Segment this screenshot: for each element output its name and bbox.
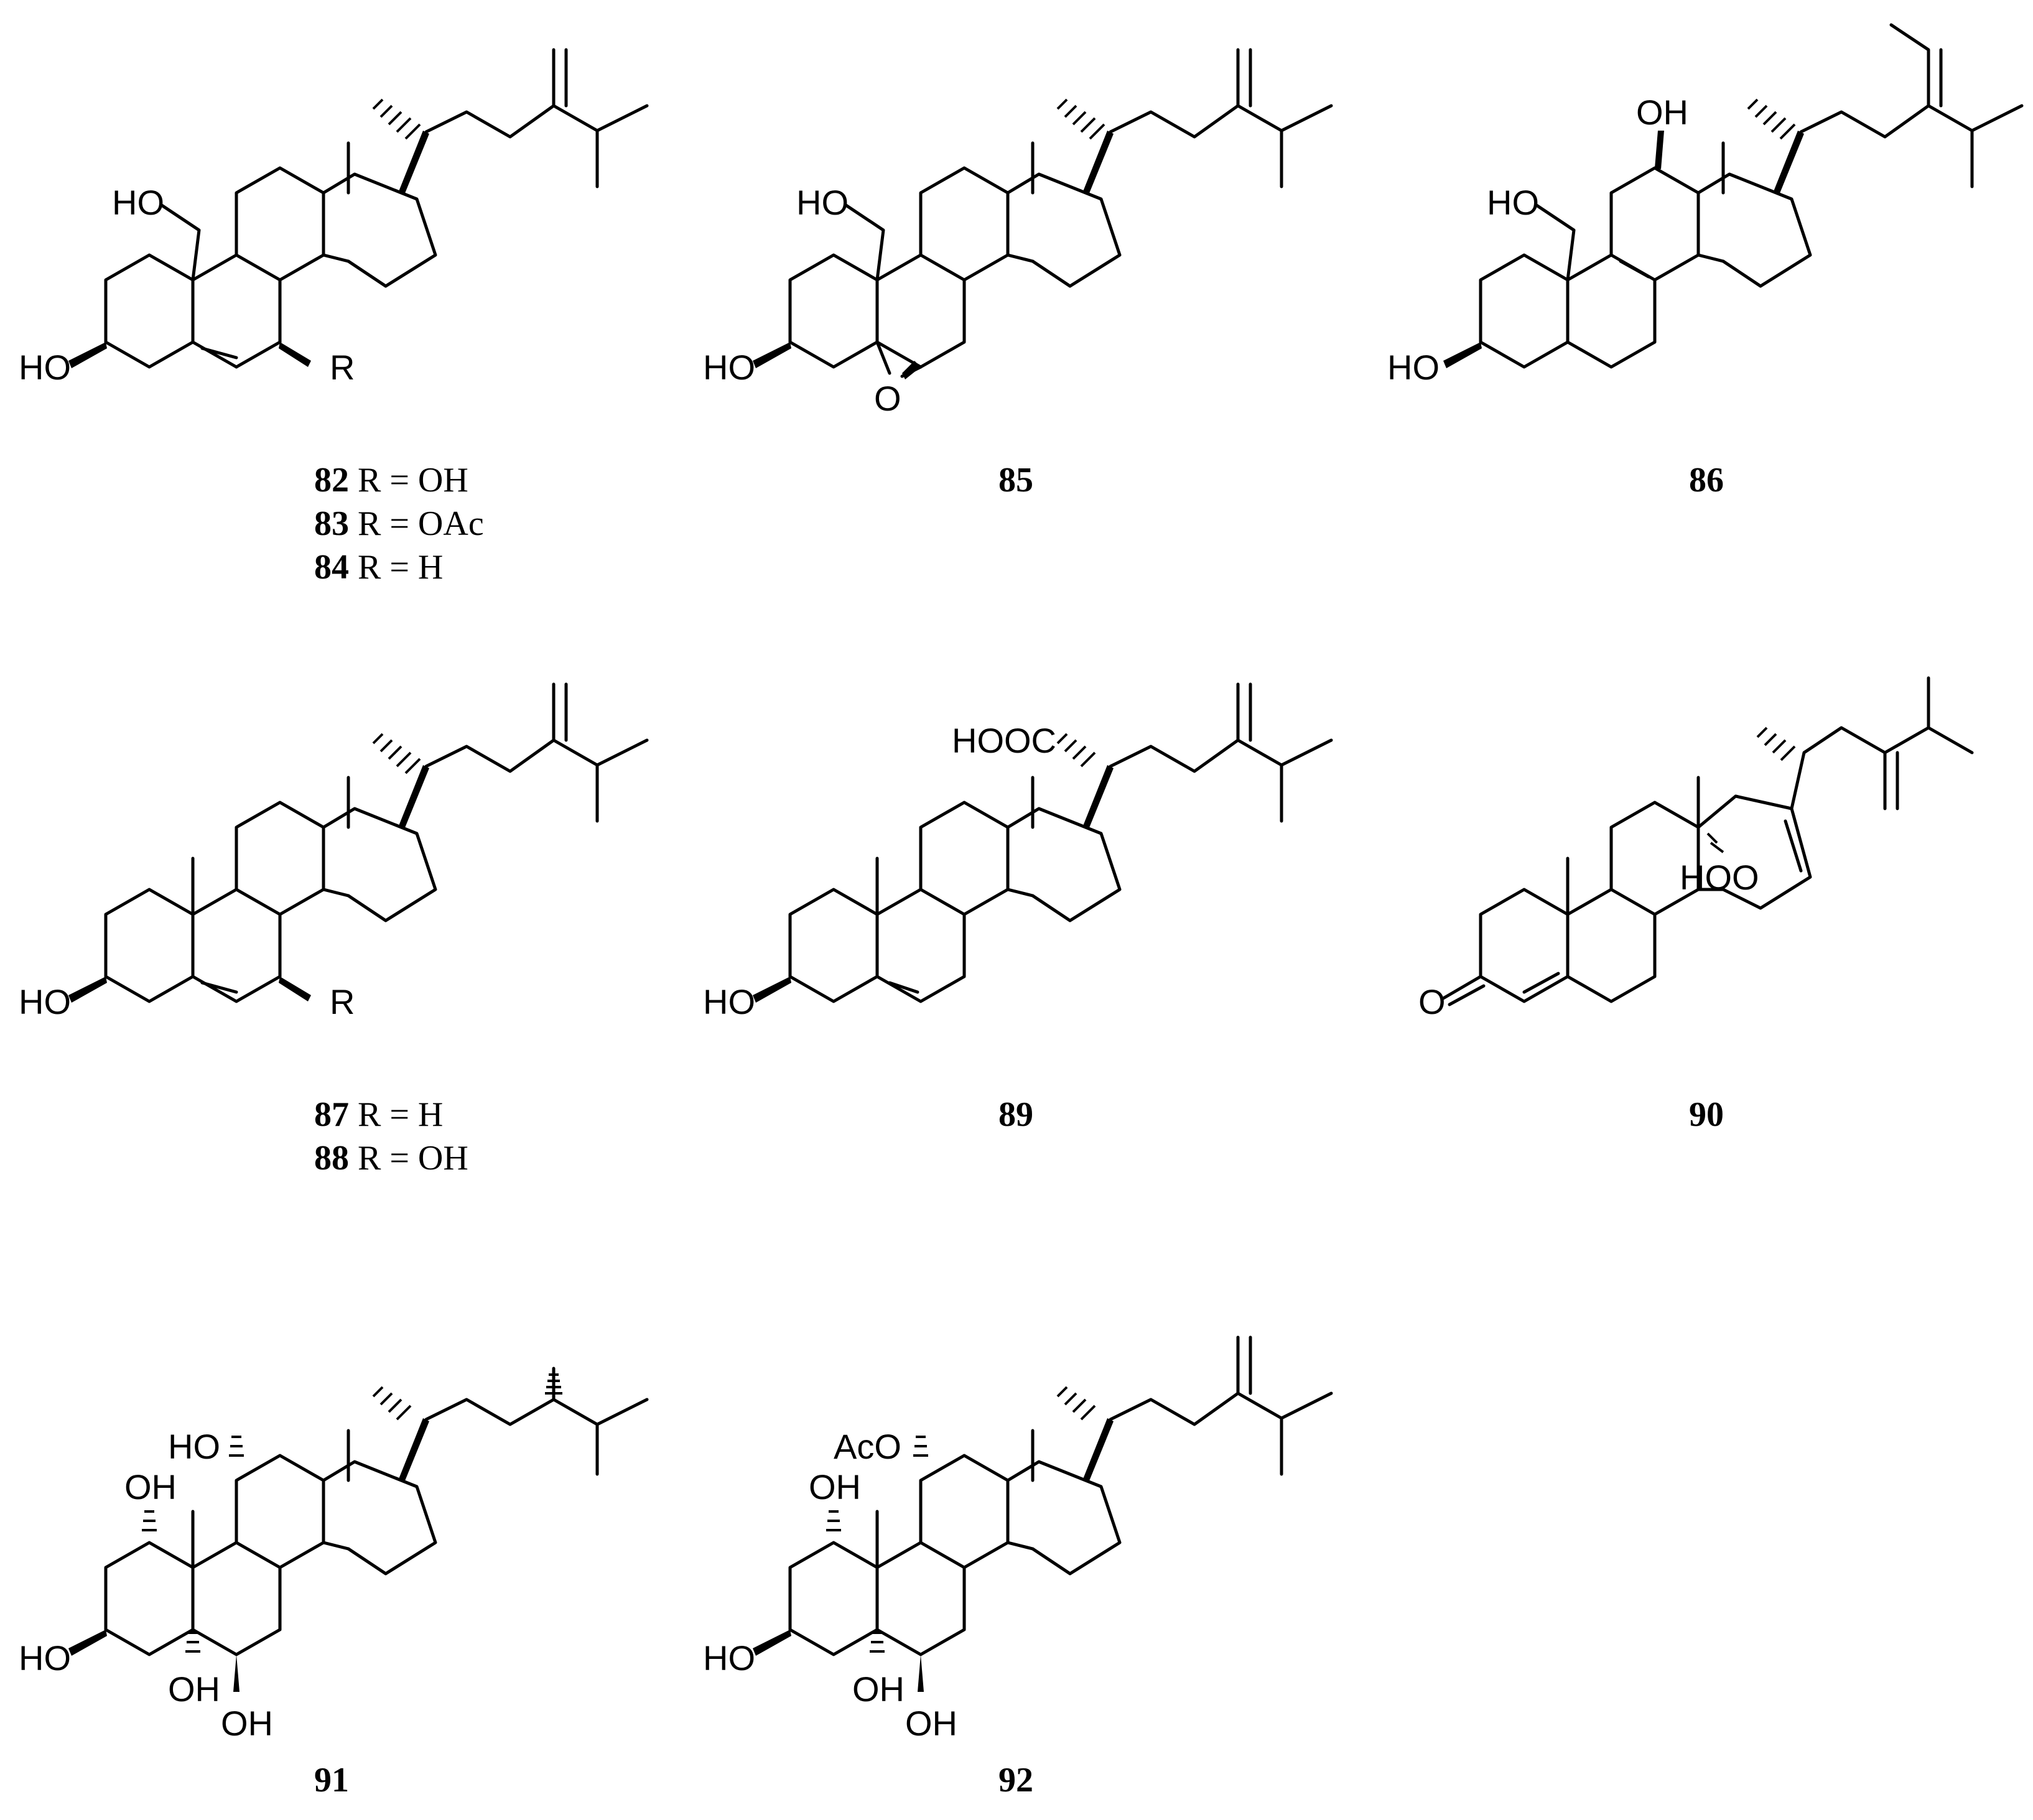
atom-label: HO (703, 348, 755, 387)
structure-89: HOOC HO 89 (703, 682, 1333, 1134)
atom-label: O (1418, 982, 1446, 1021)
atom-label: HO (19, 348, 71, 387)
atom-label: HOOC (952, 721, 1056, 760)
atom-label: HO (1387, 348, 1440, 387)
atom-label: R (330, 982, 355, 1021)
atom-label: HO (703, 1638, 755, 1678)
atom-label: HO (796, 183, 849, 222)
structure-82-84: HO HO R 82 R = OH 83 R = OAc 84 R = H (19, 48, 649, 587)
compound-caption: 83 R = OAc (314, 504, 484, 543)
structure-86: OH HO HO 86 (1387, 23, 2024, 499)
compound-caption: 82 R = OH (314, 461, 468, 499)
atom-label: R (330, 348, 355, 387)
atom-label: HO (19, 982, 71, 1021)
compound-caption: 90 (1689, 1095, 1724, 1134)
atom-label: OH (852, 1669, 905, 1709)
compound-caption: 84 R = H (314, 548, 443, 587)
atom-label: OH (905, 1704, 957, 1743)
compound-caption: 91 (314, 1761, 349, 1799)
compound-caption: 92 (998, 1761, 1033, 1799)
atom-label: HO (1487, 183, 1539, 222)
atom-label: HO (19, 1638, 71, 1678)
compound-caption: 87 R = H (314, 1095, 443, 1134)
atom-label: HO (168, 1427, 220, 1466)
compound-caption: 85 (998, 461, 1033, 499)
compound-caption: 89 (998, 1095, 1033, 1134)
structure-92: AcO OH HO OH OH 92 (703, 1335, 1333, 1799)
atom-label: OH (221, 1704, 273, 1743)
atom-label: OH (168, 1669, 220, 1709)
atom-label: HOO (1680, 858, 1759, 897)
structure-85: HO HO O 85 (703, 48, 1333, 499)
atom-label: O (874, 379, 901, 418)
atom-label: HO (703, 982, 755, 1021)
atom-label: AcO (834, 1427, 901, 1466)
atom-label: OH (124, 1467, 177, 1507)
atom-label: OH (809, 1467, 861, 1507)
atom-label: HO (112, 183, 164, 222)
compound-caption: 86 (1689, 461, 1724, 499)
atom-label: OH (1636, 93, 1688, 132)
structure-90: HOO O 90 (1418, 676, 1974, 1134)
structure-87-88: HO R 87 R = H 88 R = OH (19, 682, 649, 1177)
structure-91: HO OH HO OH OH 91 (19, 1367, 649, 1799)
compound-caption: 88 R = OH (314, 1139, 468, 1177)
